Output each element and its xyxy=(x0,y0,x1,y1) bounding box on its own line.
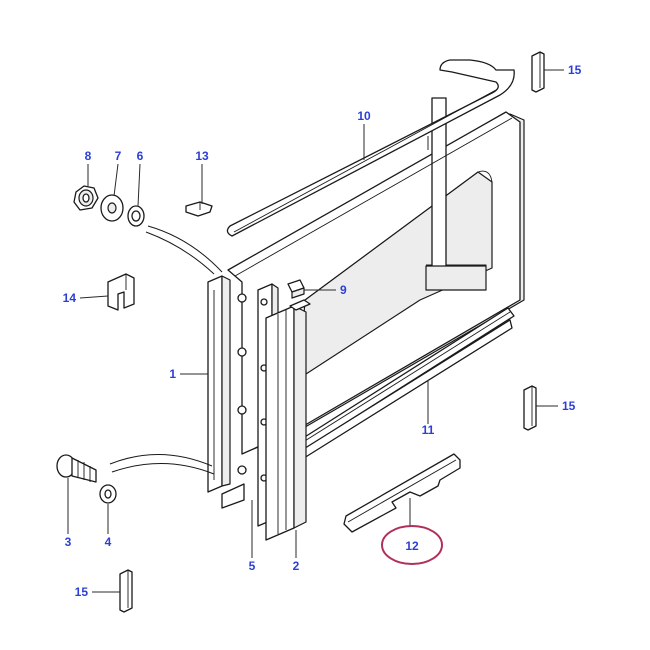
block-part-14 xyxy=(107,273,135,311)
callout-15-bottom: 15 xyxy=(75,585,89,599)
studs xyxy=(237,293,268,482)
screw-part-3 xyxy=(56,454,97,483)
nut-part-8 xyxy=(73,185,99,211)
fastener-guide-line-lower-2 xyxy=(111,462,215,475)
callout-2: 2 xyxy=(293,559,300,573)
callout-13: 13 xyxy=(195,149,209,163)
pad-part-15-right xyxy=(523,385,537,431)
highlight-ring-12 xyxy=(381,525,443,565)
callout-14: 14 xyxy=(63,291,77,305)
callout-1: 1 xyxy=(169,367,176,381)
leader-lines xyxy=(67,69,564,593)
fastener-guide-line-upper xyxy=(147,225,223,273)
washer-part-6 xyxy=(127,205,145,227)
callout-7: 7 xyxy=(115,149,122,163)
callout-12: 12 xyxy=(405,539,419,553)
callout-9: 9 xyxy=(340,283,347,297)
side-channel-part-1 xyxy=(207,275,245,509)
flat-strip-part-12 xyxy=(343,453,461,533)
washer-part-4 xyxy=(99,484,117,504)
fastener-guide-line-lower xyxy=(109,453,213,467)
pad-part-15-bottom xyxy=(119,569,133,613)
callout-6: 6 xyxy=(137,149,144,163)
washer-part-7 xyxy=(100,194,124,222)
bottom-seal-part-11 xyxy=(299,307,515,459)
callout-labels: 8 7 6 13 10 15 9 14 1 15 11 3 4 12 5 2 1… xyxy=(63,63,582,599)
fastener-guide-line-upper-2 xyxy=(145,231,215,275)
front-channel-part-2 xyxy=(265,299,311,541)
pad-part-15-top xyxy=(531,51,545,93)
bracket-part-13 xyxy=(185,201,213,217)
callout-8: 8 xyxy=(85,149,92,163)
callout-15-right: 15 xyxy=(562,399,576,413)
callout-10: 10 xyxy=(357,109,371,123)
callout-3: 3 xyxy=(65,535,72,549)
top-tube-part-10 xyxy=(226,59,515,237)
callout-5: 5 xyxy=(249,559,256,573)
clip-part-9 xyxy=(287,279,305,299)
callout-15-top: 15 xyxy=(568,63,582,77)
callout-4: 4 xyxy=(105,535,112,549)
callout-11: 11 xyxy=(422,423,435,437)
